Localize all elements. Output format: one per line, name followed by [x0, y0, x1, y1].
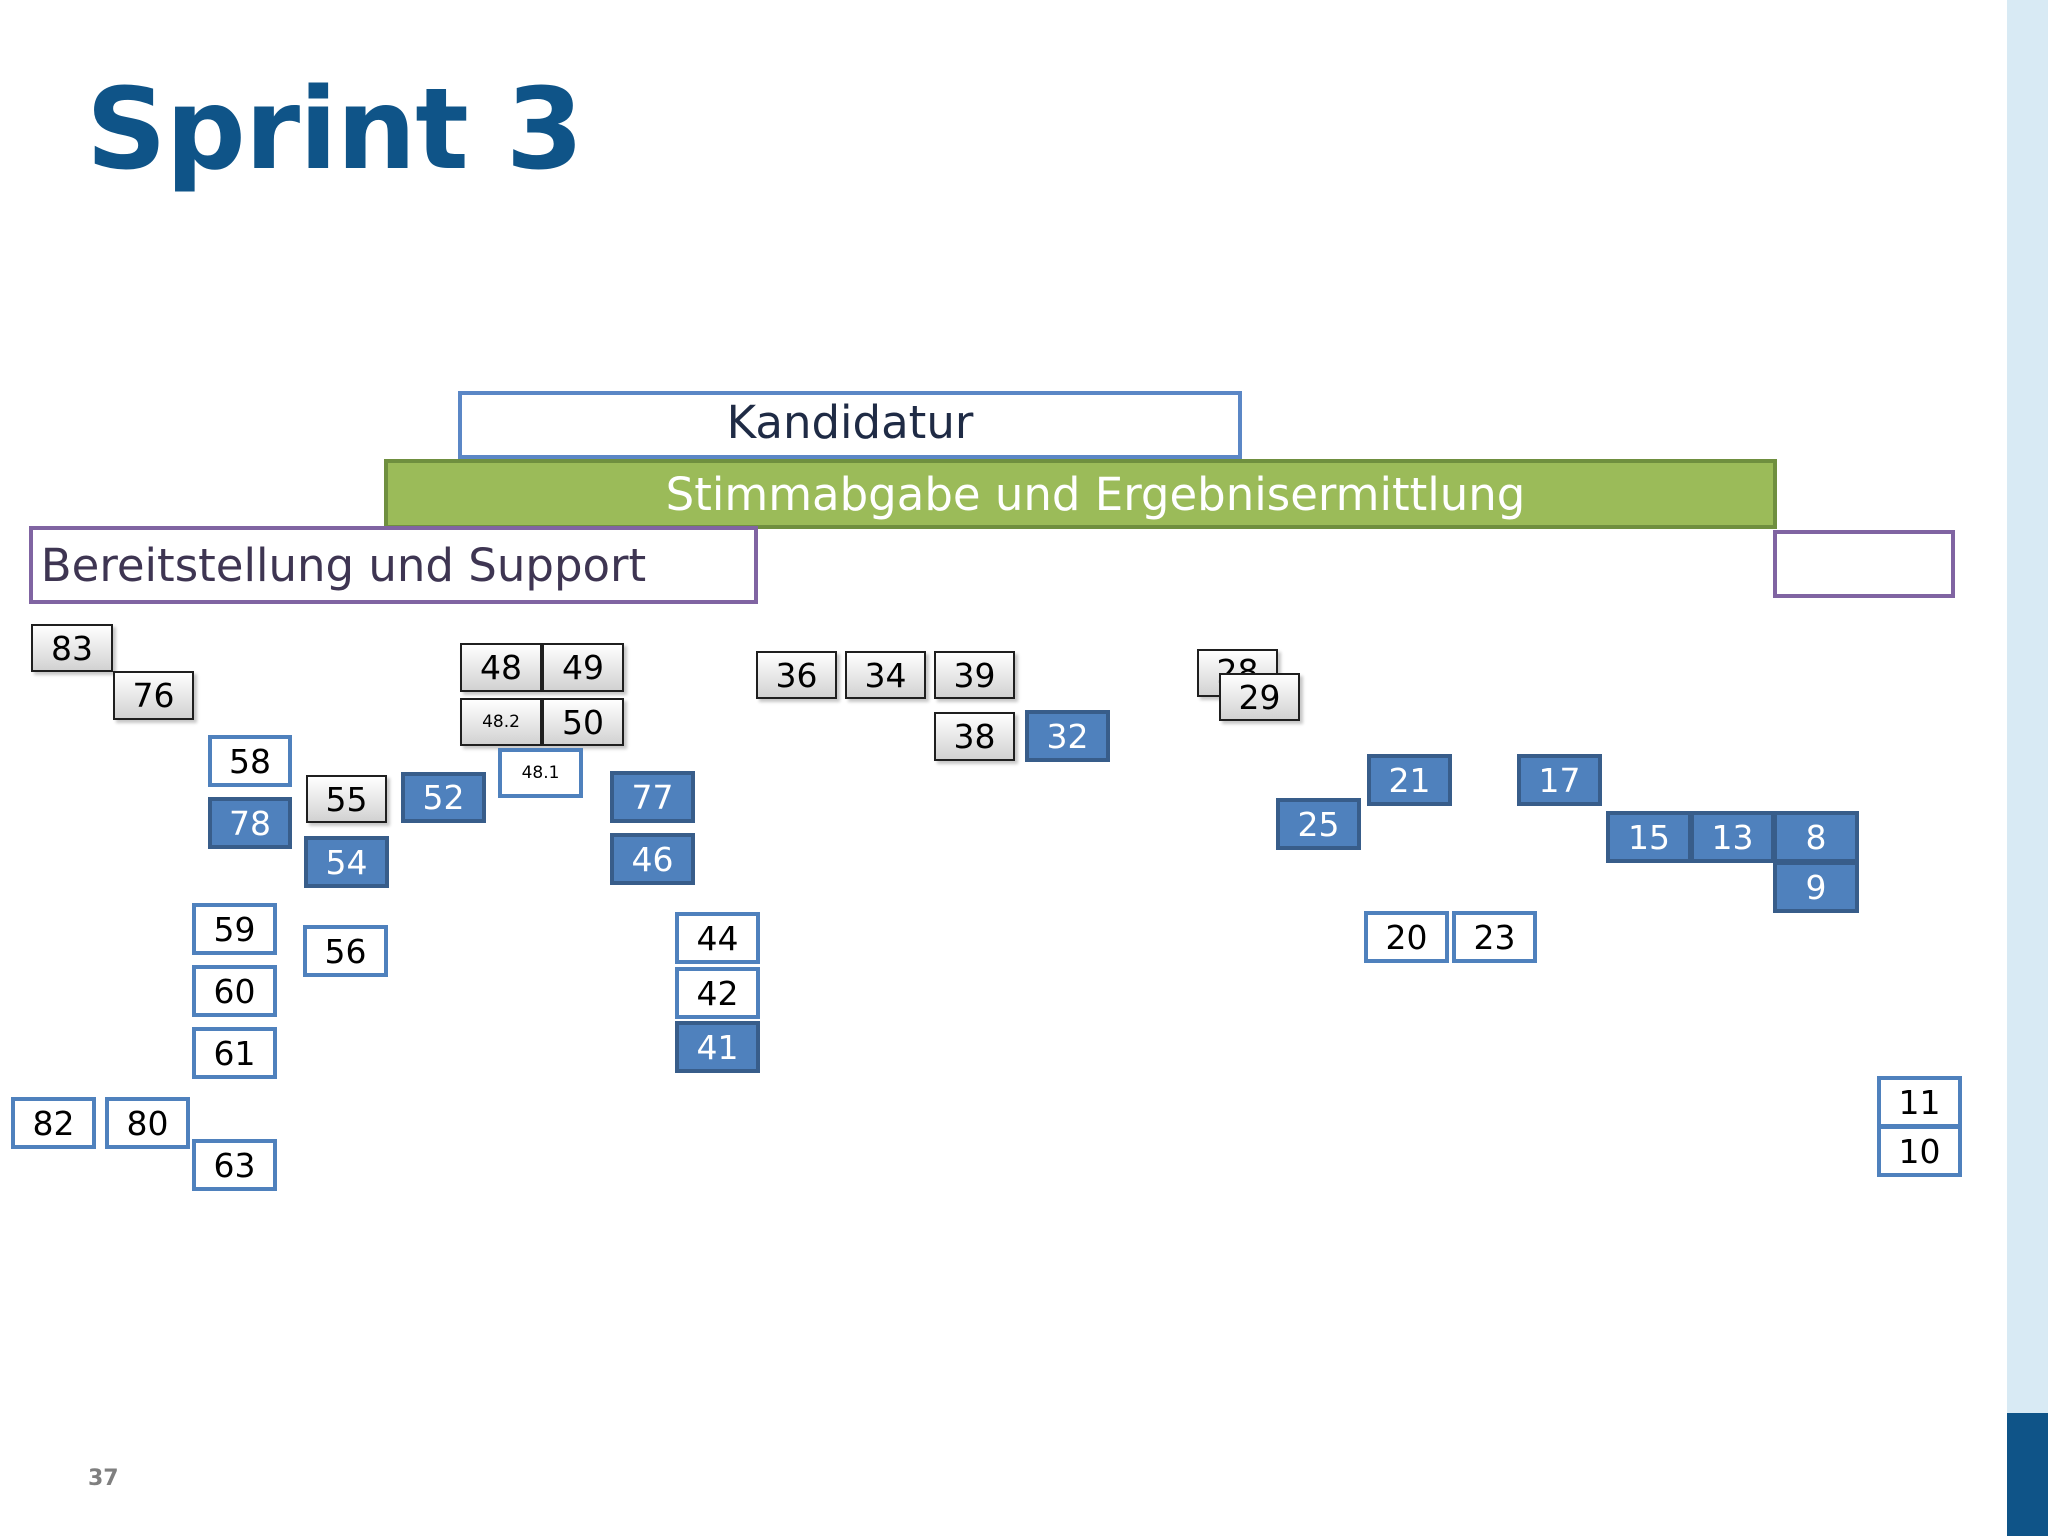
- card-83: 83: [31, 624, 113, 672]
- card-59: 59: [192, 903, 277, 955]
- card-29: 29: [1219, 673, 1300, 721]
- card-17: 17: [1517, 754, 1602, 806]
- card-41: 41: [675, 1021, 760, 1073]
- card-63: 63: [192, 1139, 277, 1191]
- card-34: 34: [845, 651, 926, 699]
- slide-title: Sprint 3: [86, 65, 584, 195]
- card-48-2: 48.2: [460, 698, 542, 746]
- card-44: 44: [675, 912, 760, 964]
- card-42: 42: [675, 967, 760, 1019]
- band-kandidatur: Kandidatur: [458, 391, 1242, 459]
- card-54: 54: [304, 836, 389, 888]
- page-number: 37: [88, 1466, 119, 1491]
- card-78: 78: [208, 797, 292, 849]
- card-32: 32: [1025, 710, 1110, 762]
- card-36: 36: [756, 651, 837, 699]
- slide-side-strip: [2007, 0, 2048, 1536]
- card-60: 60: [192, 965, 277, 1017]
- card-80: 80: [105, 1097, 190, 1149]
- card-21: 21: [1367, 754, 1452, 806]
- slide-side-strip-accent: [2007, 1413, 2048, 1536]
- card-23: 23: [1452, 911, 1537, 963]
- card-61: 61: [192, 1027, 277, 1079]
- card-82: 82: [11, 1097, 96, 1149]
- band-bereitstellung: Bereitstellung und Support: [29, 526, 758, 604]
- card-10: 10: [1877, 1125, 1962, 1177]
- card-77: 77: [610, 771, 695, 823]
- card-39: 39: [934, 651, 1015, 699]
- card-15: 15: [1606, 811, 1692, 863]
- card-55: 55: [306, 775, 387, 823]
- card-49: 49: [542, 643, 624, 692]
- card-20: 20: [1364, 911, 1449, 963]
- card-13: 13: [1690, 811, 1775, 863]
- card-56: 56: [303, 925, 388, 977]
- card-52: 52: [401, 772, 486, 823]
- card-8: 8: [1773, 811, 1859, 863]
- card-25: 25: [1276, 798, 1361, 850]
- card-46: 46: [610, 833, 695, 885]
- card-48: 48: [460, 643, 542, 692]
- card-9: 9: [1773, 861, 1859, 913]
- band-unlabeled: [1773, 530, 1955, 598]
- card-38: 38: [934, 712, 1015, 761]
- card-11: 11: [1877, 1076, 1962, 1128]
- card-50: 50: [542, 698, 624, 746]
- card-58: 58: [208, 735, 292, 787]
- card-76: 76: [113, 671, 194, 720]
- card-48-1: 48.1: [498, 748, 583, 798]
- band-stimmabgabe: Stimmabgabe und Ergebnisermittlung: [384, 459, 1777, 529]
